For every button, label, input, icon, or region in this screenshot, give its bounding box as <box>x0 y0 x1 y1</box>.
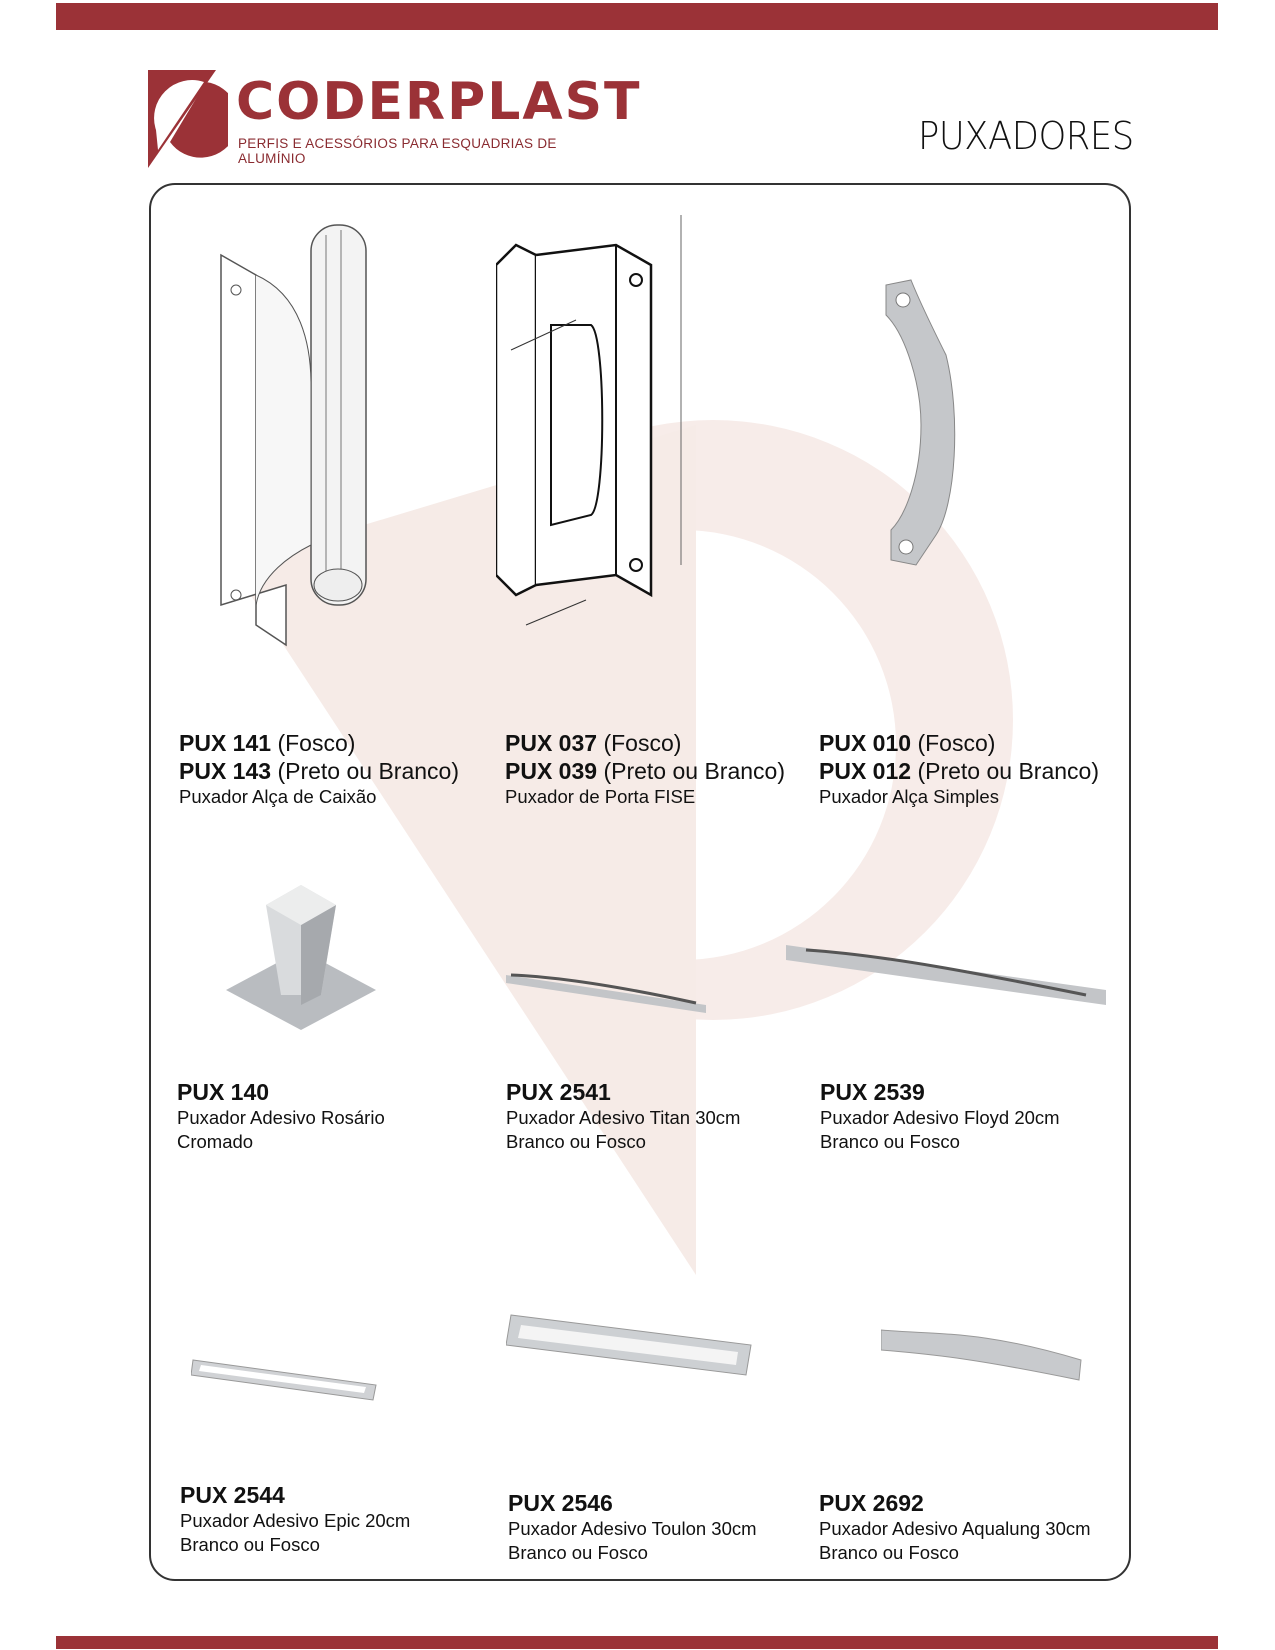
pux-037-image <box>496 215 682 626</box>
coderplast-logo: CODERPLAST PERFIS E ACESSÓRIOS PARA ESQU… <box>148 70 640 170</box>
product-code: PUX 143 <box>179 758 272 784</box>
product-finish: Cromado <box>177 1131 254 1152</box>
product-description: Puxador Alça de Caixão <box>179 786 377 807</box>
product-pux-2539: PUX 2539 Puxador Adesivo Floyd 20cm Bran… <box>820 1078 1060 1154</box>
product-description: Puxador Adesivo Floyd 20cm <box>820 1107 1060 1128</box>
top-bar <box>56 3 1218 30</box>
product-description: Puxador Adesivo Titan 30cm <box>506 1107 741 1128</box>
logo-wordmark: CODERPLAST <box>236 72 642 132</box>
product-pux-2544: PUX 2544 Puxador Adesivo Epic 20cm Branc… <box>180 1481 410 1557</box>
product-pux-140: PUX 140 Puxador Adesivo Rosário Cromado <box>177 1078 385 1154</box>
product-code: PUX 141 <box>179 730 272 756</box>
product-finish: Branco ou Fosco <box>508 1542 648 1563</box>
product-finish: (Preto ou Branco) <box>917 758 1099 784</box>
pux-2692-image <box>881 1329 1082 1381</box>
product-code: PUX 039 <box>505 758 598 784</box>
product-finish: Branco ou Fosco <box>819 1542 959 1563</box>
product-code: PUX 2546 <box>508 1490 613 1516</box>
product-code: PUX 012 <box>819 758 912 784</box>
product-code: PUX 010 <box>819 730 912 756</box>
product-code: PUX 2692 <box>819 1490 924 1516</box>
pux-2539-image <box>786 945 1106 1005</box>
product-description: Puxador de Porta FISE <box>505 786 696 807</box>
product-pux-2692: PUX 2692 Puxador Adesivo Aqualung 30cm B… <box>819 1489 1091 1565</box>
product-description: Puxador Adesivo Toulon 30cm <box>508 1518 757 1539</box>
product-finish: (Fosco) <box>603 730 682 756</box>
product-code: PUX 037 <box>505 730 598 756</box>
product-panel: PUX 141 (Fosco) PUX 143 (Preto ou Branco… <box>149 183 1131 1581</box>
page-title: PUXADORES <box>918 114 1134 158</box>
logo-tagline: PERFIS E ACESSÓRIOS PARA ESQUADRIAS DE A… <box>238 136 557 166</box>
product-description: Puxador Alça Simples <box>819 786 999 807</box>
pux-2546-image <box>506 1314 752 1376</box>
product-finish: (Preto ou Branco) <box>277 758 459 784</box>
product-pux-141: PUX 141 (Fosco) PUX 143 (Preto ou Branco… <box>179 729 459 809</box>
product-description: Puxador Adesivo Epic 20cm <box>180 1510 411 1531</box>
product-description: Puxador Adesivo Aqualung 30cm <box>819 1518 1091 1539</box>
product-pux-2541: PUX 2541 Puxador Adesivo Titan 30cm Bran… <box>506 1078 740 1154</box>
pux-140-image <box>226 885 376 1030</box>
product-pux-010: PUX 010 (Fosco) PUX 012 (Preto ou Branco… <box>819 729 1099 809</box>
pux-141-image <box>220 224 367 647</box>
product-finish: (Preto ou Branco) <box>603 758 785 784</box>
product-description: Puxador Adesivo Rosário <box>177 1107 385 1128</box>
pux-010-image <box>885 279 956 566</box>
product-finish: Branco ou Fosco <box>506 1131 646 1152</box>
product-finish: Branco ou Fosco <box>180 1534 320 1555</box>
product-code: PUX 2541 <box>506 1079 611 1105</box>
product-pux-037: PUX 037 (Fosco) PUX 039 (Preto ou Branco… <box>505 729 785 809</box>
pux-2541-image <box>506 973 706 1013</box>
logo-mark-icon <box>148 70 239 168</box>
product-finish: (Fosco) <box>917 730 996 756</box>
product-pux-2546: PUX 2546 Puxador Adesivo Toulon 30cm Bra… <box>508 1489 757 1565</box>
product-finish: Branco ou Fosco <box>820 1131 960 1152</box>
product-finish: (Fosco) <box>277 730 356 756</box>
product-code: PUX 2539 <box>820 1079 925 1105</box>
pux-2544-image <box>191 1359 377 1401</box>
product-code: PUX 140 <box>177 1079 270 1105</box>
bottom-bar <box>56 1636 1218 1649</box>
product-code: PUX 2544 <box>180 1482 285 1508</box>
